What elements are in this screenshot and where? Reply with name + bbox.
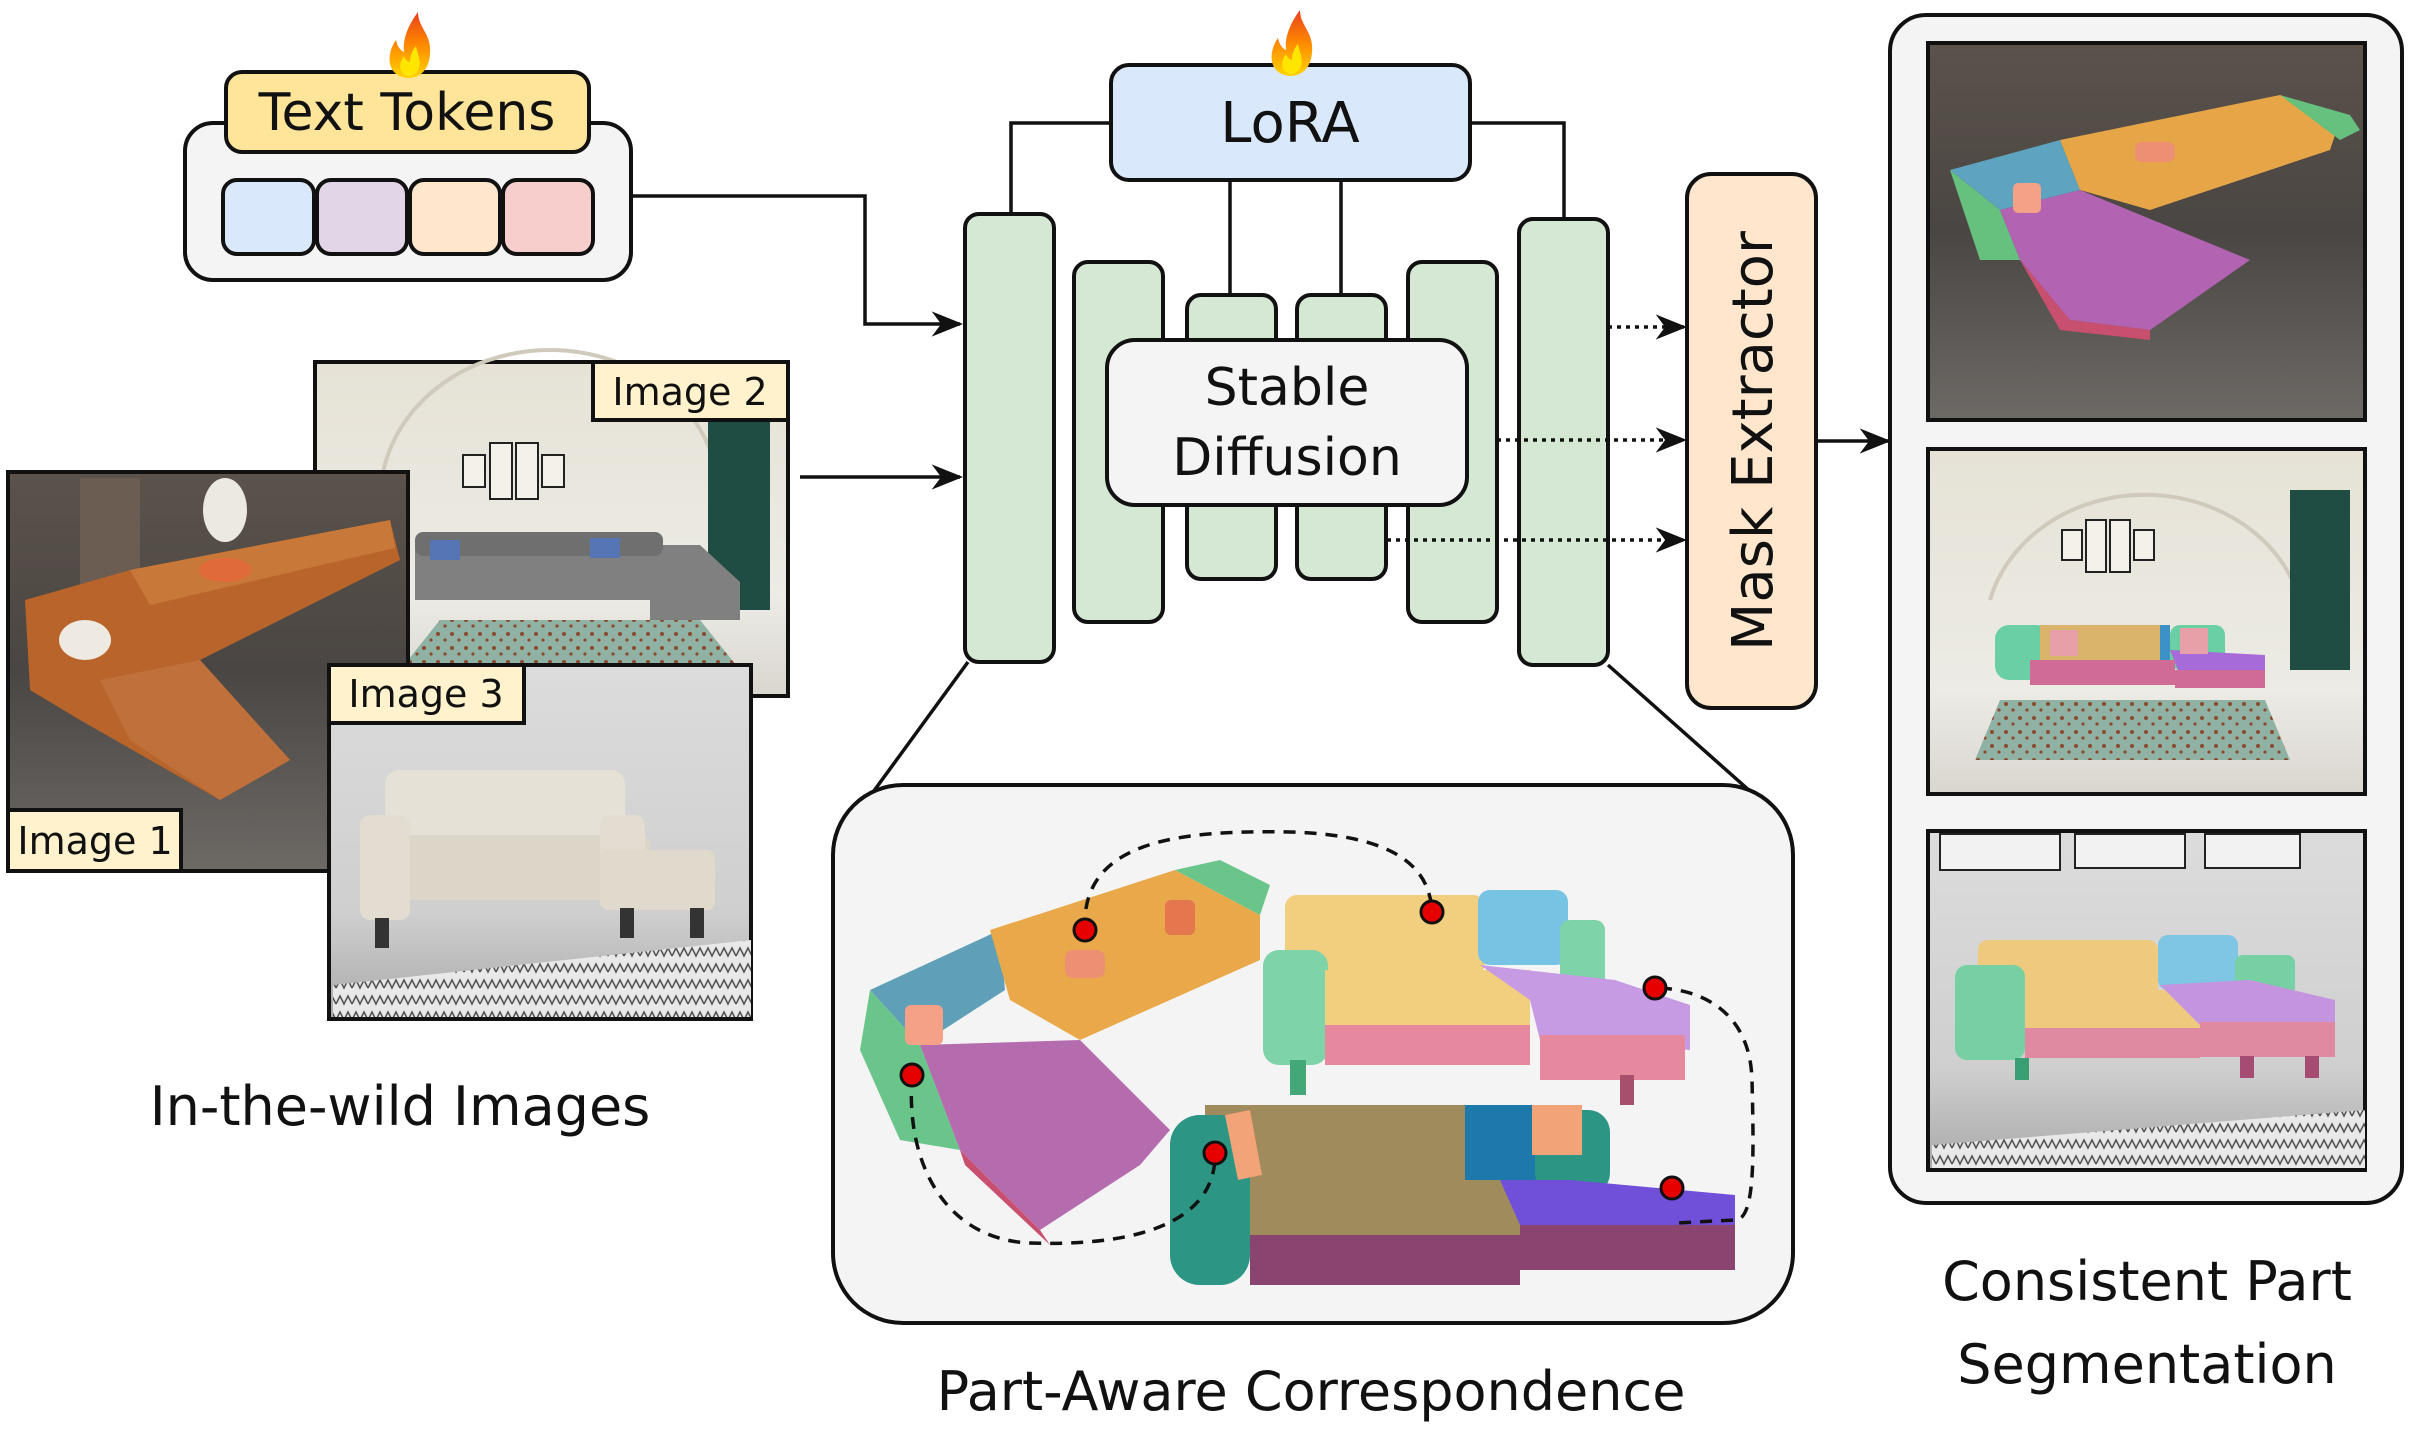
unet-block-6 [1517, 217, 1610, 667]
stable-diffusion-box [1105, 338, 1469, 507]
output-image-3 [1926, 829, 2367, 1172]
token-1 [221, 178, 316, 256]
image-1-label: Image 1 [17, 819, 172, 863]
correspondence-panel: Part-Aware Correspondence [831, 783, 1795, 1423]
stable-diffusion-label-line2: Diffusion [1172, 428, 1402, 488]
correspondence-caption: Part-Aware Correspondence [937, 1360, 1686, 1423]
input-image-3: Image 3 [327, 663, 753, 1021]
output-caption-line2: Segmentation [1957, 1333, 2337, 1396]
fire-icon [389, 12, 431, 78]
input-images-caption: In-the-wild Images [150, 1075, 651, 1138]
lora-to-block-6 [1470, 121, 1566, 219]
output-image-2 [1926, 447, 2367, 796]
token-3 [408, 178, 502, 256]
correspondence-line-armrest [909, 1074, 1217, 1246]
text-to-unet-arrow [631, 194, 964, 337]
mask-extractor: Mask Extractor [1685, 172, 1818, 710]
input-images: Image 2 Image 1 Im [6, 348, 790, 1138]
correspondence-line-chaise [1659, 986, 1755, 1225]
segmented-sofa-a [860, 860, 1270, 1245]
lora-block: LoRA [1009, 10, 1566, 295]
mask-extractor-label: Mask Extractor [1721, 230, 1786, 651]
segmented-sofa-b [1263, 890, 1690, 1105]
zoom-line-right [1606, 663, 1762, 802]
keypoint [1072, 917, 1098, 943]
token-2 [315, 178, 409, 256]
output-caption-line1: Consistent Part [1942, 1250, 2352, 1313]
lora-label: LoRA [1220, 91, 1359, 156]
stable-diffusion-label-line1: Stable [1205, 358, 1370, 418]
zoom-line-left [858, 660, 970, 812]
text-tokens-label: Text Tokens [258, 83, 556, 143]
image-3-label-box [327, 663, 526, 725]
keypoint [1419, 899, 1445, 925]
unet: Stable Diffusion [963, 212, 1610, 667]
correspondence-line-backrest [1083, 830, 1434, 931]
keypoint [1202, 1140, 1228, 1166]
keypoint [1659, 1175, 1685, 1201]
image-3-label: Image 3 [348, 672, 503, 716]
output-image-1 [1926, 41, 2367, 422]
output-panel: Consistent Part Segmentation [1888, 13, 2404, 1396]
keypoint [899, 1062, 925, 1088]
lora-to-block-1 [1009, 121, 1111, 214]
fire-icon [1271, 10, 1313, 76]
unet-block-1 [963, 212, 1056, 664]
keypoint [1642, 975, 1668, 1001]
text-tokens-block: Text Tokens [183, 12, 633, 282]
image-2-label-box [591, 360, 790, 422]
image-2-label: Image 2 [612, 370, 767, 414]
token-4 [501, 178, 595, 256]
image-1-label-box [6, 808, 183, 873]
